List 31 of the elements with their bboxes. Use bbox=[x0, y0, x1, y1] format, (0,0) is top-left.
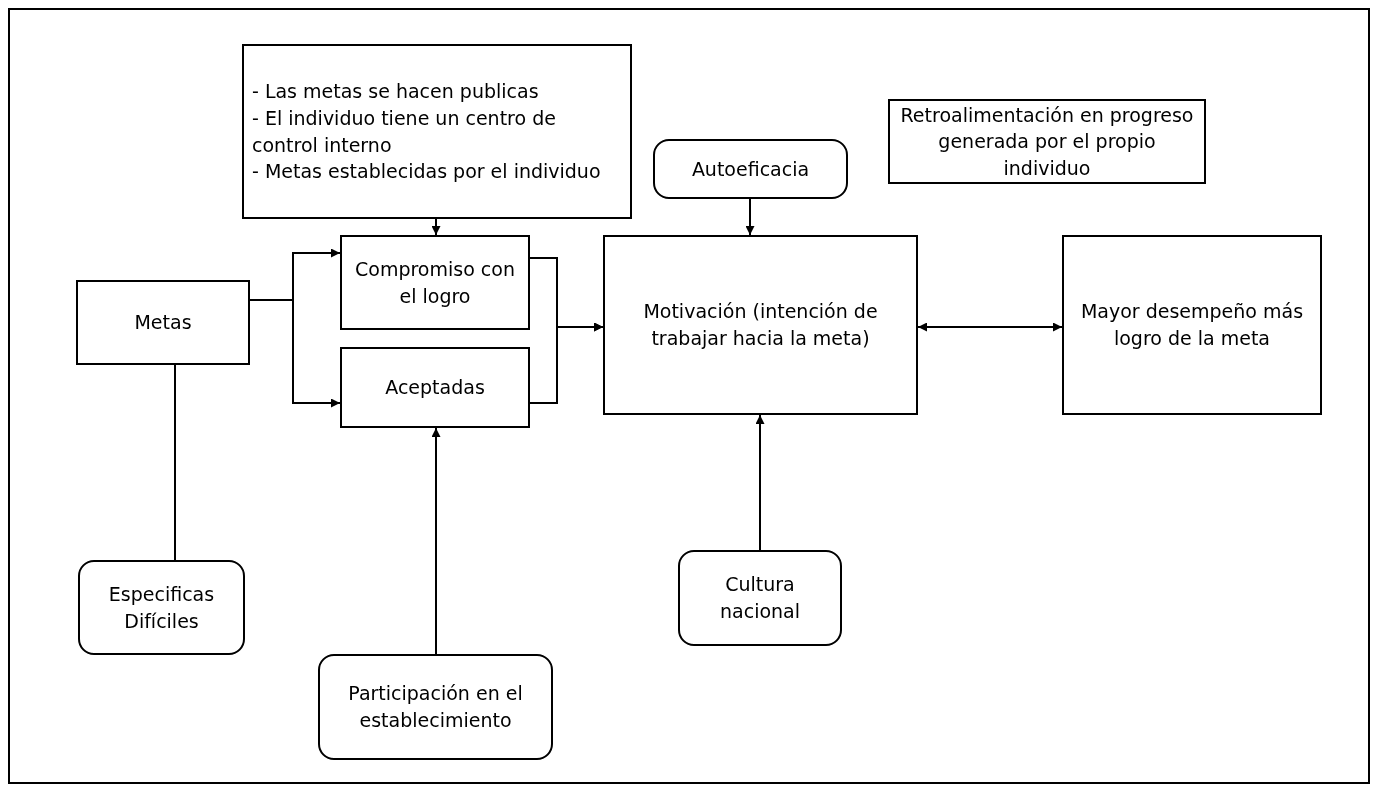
node-text: Motivación (intención de trabajar hacia la meta) bbox=[642, 299, 879, 351]
node-text: - Las metas se hacen publicas bbox=[252, 79, 539, 105]
node-text: Autoeficacia bbox=[691, 156, 810, 182]
node-text: Metas bbox=[134, 310, 192, 336]
connector-line bbox=[174, 364, 176, 561]
process-box bbox=[242, 44, 632, 219]
arrow bbox=[755, 414, 765, 551]
process-box bbox=[340, 235, 530, 330]
rounded-box bbox=[678, 550, 842, 646]
rounded-box bbox=[318, 654, 553, 760]
node-text: Compromiso con el logro bbox=[354, 256, 516, 309]
process-box bbox=[76, 280, 250, 365]
node-text: - Metas establecidas por el individuo bbox=[252, 159, 601, 185]
arrow bbox=[745, 198, 755, 236]
node-text: Cultura nacional bbox=[719, 572, 801, 624]
arrow bbox=[431, 218, 441, 236]
arrow bbox=[249, 299, 341, 408]
node-text: Aceptadas bbox=[385, 375, 485, 401]
node-text: Especificas Difíciles bbox=[107, 581, 216, 634]
node-text: Retroalimentación en progreso generada por el propio individuo bbox=[899, 102, 1195, 181]
rounded-box bbox=[653, 139, 848, 199]
arrow bbox=[431, 427, 441, 655]
process-box bbox=[340, 347, 530, 428]
process-box bbox=[1062, 235, 1322, 415]
node-text: - El individuo tiene un centro de control interno bbox=[252, 105, 557, 158]
node-text: Mayor desempeño más logro de la meta bbox=[1079, 299, 1305, 351]
arrow bbox=[917, 322, 1063, 332]
node-text: Participación en el establecimiento bbox=[347, 681, 524, 733]
rounded-box bbox=[78, 560, 245, 655]
process-box bbox=[603, 235, 918, 415]
arrow bbox=[529, 322, 604, 404]
